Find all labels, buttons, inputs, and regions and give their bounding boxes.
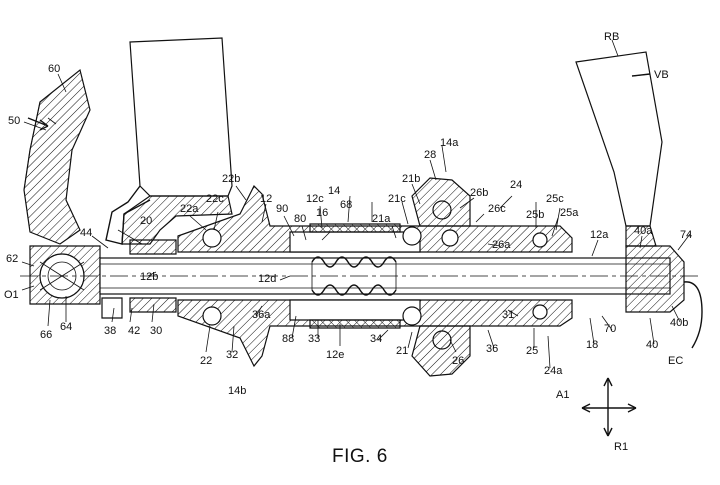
- label-18: 18: [586, 339, 598, 351]
- label-22: 22: [200, 355, 212, 367]
- label-O1: O1: [4, 289, 19, 301]
- label-31: 31: [502, 309, 514, 321]
- direction-indicator: [581, 377, 637, 437]
- label-25c: 25c: [546, 193, 564, 205]
- bearing-25: [532, 232, 548, 320]
- bearing-22: [202, 228, 222, 326]
- clamp-lever-60: [23, 68, 91, 245]
- label-44: 44: [80, 227, 92, 239]
- leader-lines: [21, 39, 691, 369]
- label-25b: 25b: [526, 209, 544, 221]
- label-74: 74: [680, 229, 692, 241]
- label-20: 20: [140, 215, 152, 227]
- label-22b: 22b: [222, 173, 240, 185]
- label-24a: 24a: [544, 365, 563, 377]
- label-36a: 36a: [252, 309, 271, 321]
- label-14b: 14b: [228, 385, 246, 397]
- label-24: 24: [510, 179, 522, 191]
- label-36: 36: [486, 343, 498, 355]
- part-30-42: [101, 239, 177, 319]
- label-14a: 14a: [440, 137, 459, 149]
- label-EC: EC: [668, 355, 683, 367]
- spring-12d: [311, 256, 397, 296]
- label-22c: 22c: [206, 193, 224, 205]
- label-25: 25: [526, 345, 538, 357]
- label-64: 64: [60, 321, 72, 333]
- label-30: 30: [150, 325, 162, 337]
- left-frame-member: [105, 37, 233, 245]
- label-21b: 21b: [402, 173, 420, 185]
- label-26a: 26a: [492, 239, 511, 251]
- right-end-nut-40: [625, 245, 703, 349]
- label-12a: 12a: [590, 229, 609, 241]
- label-80: 80: [294, 213, 306, 225]
- label-R1: R1: [614, 441, 628, 453]
- label-12e: 12e: [326, 349, 344, 361]
- hub-shell-lower: [177, 299, 573, 368]
- label-12b: 12b: [140, 271, 158, 283]
- label-12d: 12d: [258, 273, 276, 285]
- label-26b: 26b: [470, 187, 488, 199]
- label-70: 70: [604, 323, 616, 335]
- label-12c: 12c: [306, 193, 324, 205]
- bearing-21: [402, 226, 422, 326]
- label-34: 34: [370, 333, 382, 345]
- label-90: 90: [276, 203, 288, 215]
- label-RB: RB: [604, 31, 619, 43]
- label-88: 88: [282, 333, 294, 345]
- label-40b: 40b: [670, 317, 688, 329]
- left-end-nut: [29, 245, 101, 305]
- label-33: 33: [308, 333, 320, 345]
- label-38: 38: [104, 325, 116, 337]
- label-22a: 22a: [180, 203, 199, 215]
- label-42: 42: [128, 325, 140, 337]
- label-VB: VB: [654, 69, 669, 81]
- label-60: 60: [48, 63, 60, 75]
- label-21c: 21c: [388, 193, 406, 205]
- label-32: 32: [226, 349, 238, 361]
- label-A1: A1: [556, 389, 569, 401]
- hub-shell-upper: [177, 184, 573, 253]
- label-26: 26: [452, 355, 464, 367]
- figure-caption: FIG. 6: [332, 446, 388, 467]
- hub-axle: [20, 257, 700, 295]
- right-frame-member: [575, 51, 663, 247]
- label-14: 14: [328, 185, 340, 197]
- label-62: 62: [6, 253, 18, 265]
- label-25a: 25a: [560, 207, 579, 219]
- label-21a: 21a: [372, 213, 391, 225]
- label-21: 21: [396, 345, 408, 357]
- label-26c: 26c: [488, 203, 506, 215]
- label-16: 16: [316, 207, 328, 219]
- label-50: 50: [8, 115, 20, 127]
- label-40: 40: [646, 339, 658, 351]
- label-12: 12: [260, 193, 272, 205]
- label-66: 66: [40, 329, 52, 341]
- label-40a: 40a: [634, 225, 653, 237]
- label-68: 68: [340, 199, 352, 211]
- label-28: 28: [424, 149, 436, 161]
- reference-labels: 60 50 62 O1 66 64 44 20 38 42 30 12b 22 …: [4, 31, 692, 453]
- housing-14a: [411, 177, 471, 377]
